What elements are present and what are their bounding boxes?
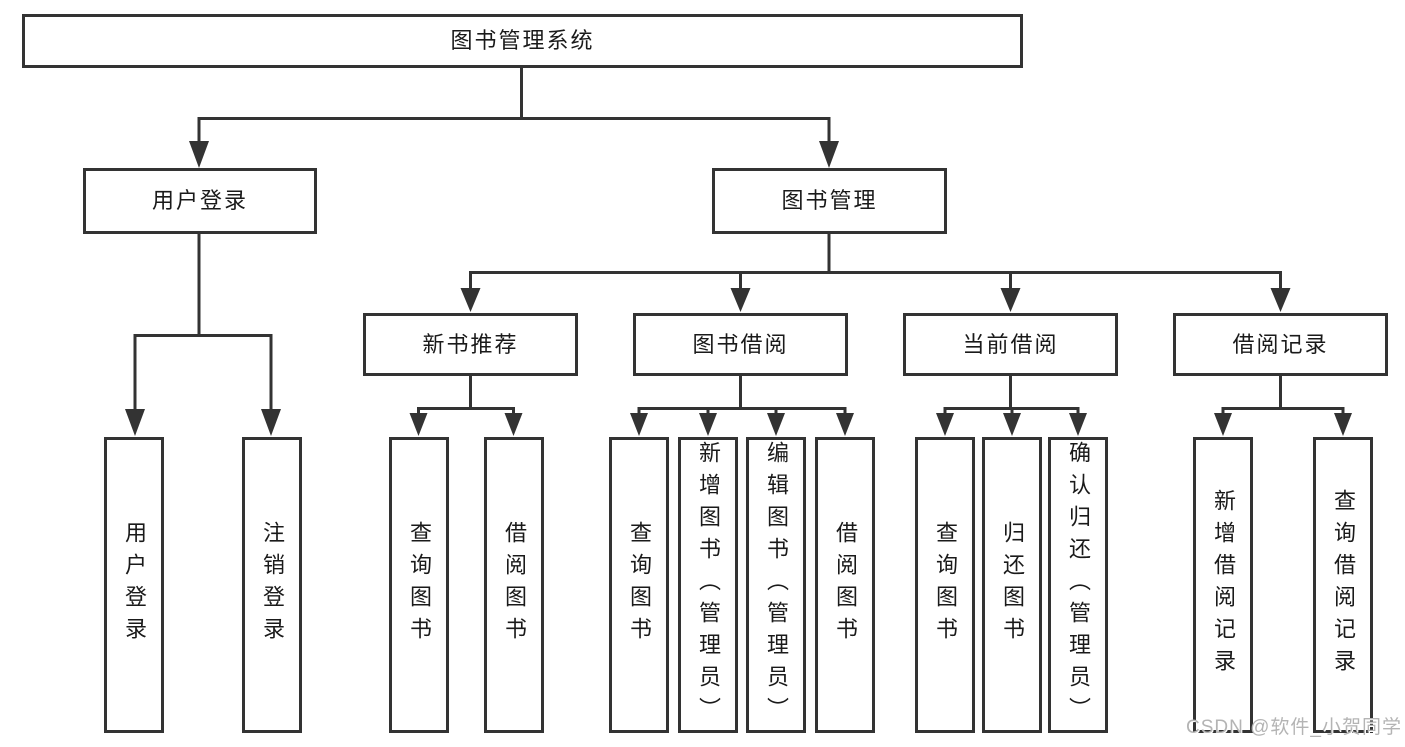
arrowheads-borrow-records-to-leaves [1214,413,1352,436]
leaf-borrow-borrow: 借阅图书 [815,437,875,733]
node-borrow-records-label: 借阅记录 [1232,331,1329,357]
leaf-logout: 注销登录 [242,437,302,733]
leaf-newbook-query-label: 查询图书 [407,521,432,649]
node-user-login: 用户登录 [83,168,317,234]
node-book-mgmt-label: 图书管理 [781,188,878,213]
leaf-logout-label: 注销登录 [260,521,285,649]
leaf-borrow-add-label: 新增图书（管理员） [696,441,721,729]
leaf-records-add: 新增借阅记录 [1193,437,1253,733]
connector-user-login-to-leaves [133,234,273,412]
connector-book-mgmt-to-level3 [469,234,1282,292]
leaf-records-query-label: 查询借阅记录 [1331,489,1356,681]
node-user-login-label: 用户登录 [151,188,248,213]
leaf-current-return-label: 归还图书 [1000,521,1025,649]
connector-root-to-level2 [197,68,831,146]
leaf-newbook-query: 查询图书 [389,437,449,733]
connector-new-book-to-leaves [417,376,515,418]
arrowheads-current-borrow-to-leaves [936,413,1087,436]
leaf-current-confirm-label: 确认归还（管理员） [1066,441,1091,729]
leaf-borrow-query-label: 查询图书 [627,521,652,649]
connector-borrow-records-to-leaves [1221,376,1345,418]
node-new-book-rec-label: 新书推荐 [422,331,519,357]
connector-current-borrow-to-leaves [943,376,1080,418]
leaf-records-query: 查询借阅记录 [1313,437,1373,733]
leaf-user-login-label: 用户登录 [122,521,147,649]
leaf-current-query: 查询图书 [915,437,975,733]
leaf-records-add-label: 新增借阅记录 [1211,489,1236,681]
node-book-mgmt: 图书管理 [712,168,947,234]
leaf-user-login: 用户登录 [104,437,164,733]
leaf-borrow-edit-label: 编辑图书（管理员） [764,441,789,729]
leaf-newbook-borrow-label: 借阅图书 [502,521,527,649]
leaf-current-return: 归还图书 [982,437,1042,733]
arrowheads-user-login-to-leaves [125,409,281,436]
leaf-current-query-label: 查询图书 [933,521,958,649]
leaf-newbook-borrow: 借阅图书 [484,437,544,733]
arrowheads-book-mgmt-to-level3 [460,288,1291,312]
leaf-borrow-borrow-label: 借阅图书 [833,521,858,649]
arrowheads-root-to-level2 [189,141,839,168]
watermark: CSDN @软件_小贺同学 [1186,717,1402,738]
node-book-borrow: 图书借阅 [633,313,848,376]
leaf-borrow-add: 新增图书（管理员） [678,437,738,733]
node-book-borrow-label: 图书借阅 [692,331,789,357]
connector-book-borrow-to-leaves [637,376,847,418]
node-current-borrow: 当前借阅 [903,313,1118,376]
node-root: 图书管理系统 [22,14,1023,68]
leaf-borrow-edit: 编辑图书（管理员） [746,437,806,733]
arrowheads-new-book-to-leaves [409,413,523,436]
node-new-book-rec: 新书推荐 [363,313,578,376]
arrowheads-book-borrow-to-leaves [630,413,854,436]
node-root-label: 图书管理系统 [450,28,595,53]
node-borrow-records: 借阅记录 [1173,313,1388,376]
leaf-current-confirm: 确认归还（管理员） [1048,437,1108,733]
node-current-borrow-label: 当前借阅 [962,331,1059,357]
leaf-borrow-query: 查询图书 [609,437,669,733]
